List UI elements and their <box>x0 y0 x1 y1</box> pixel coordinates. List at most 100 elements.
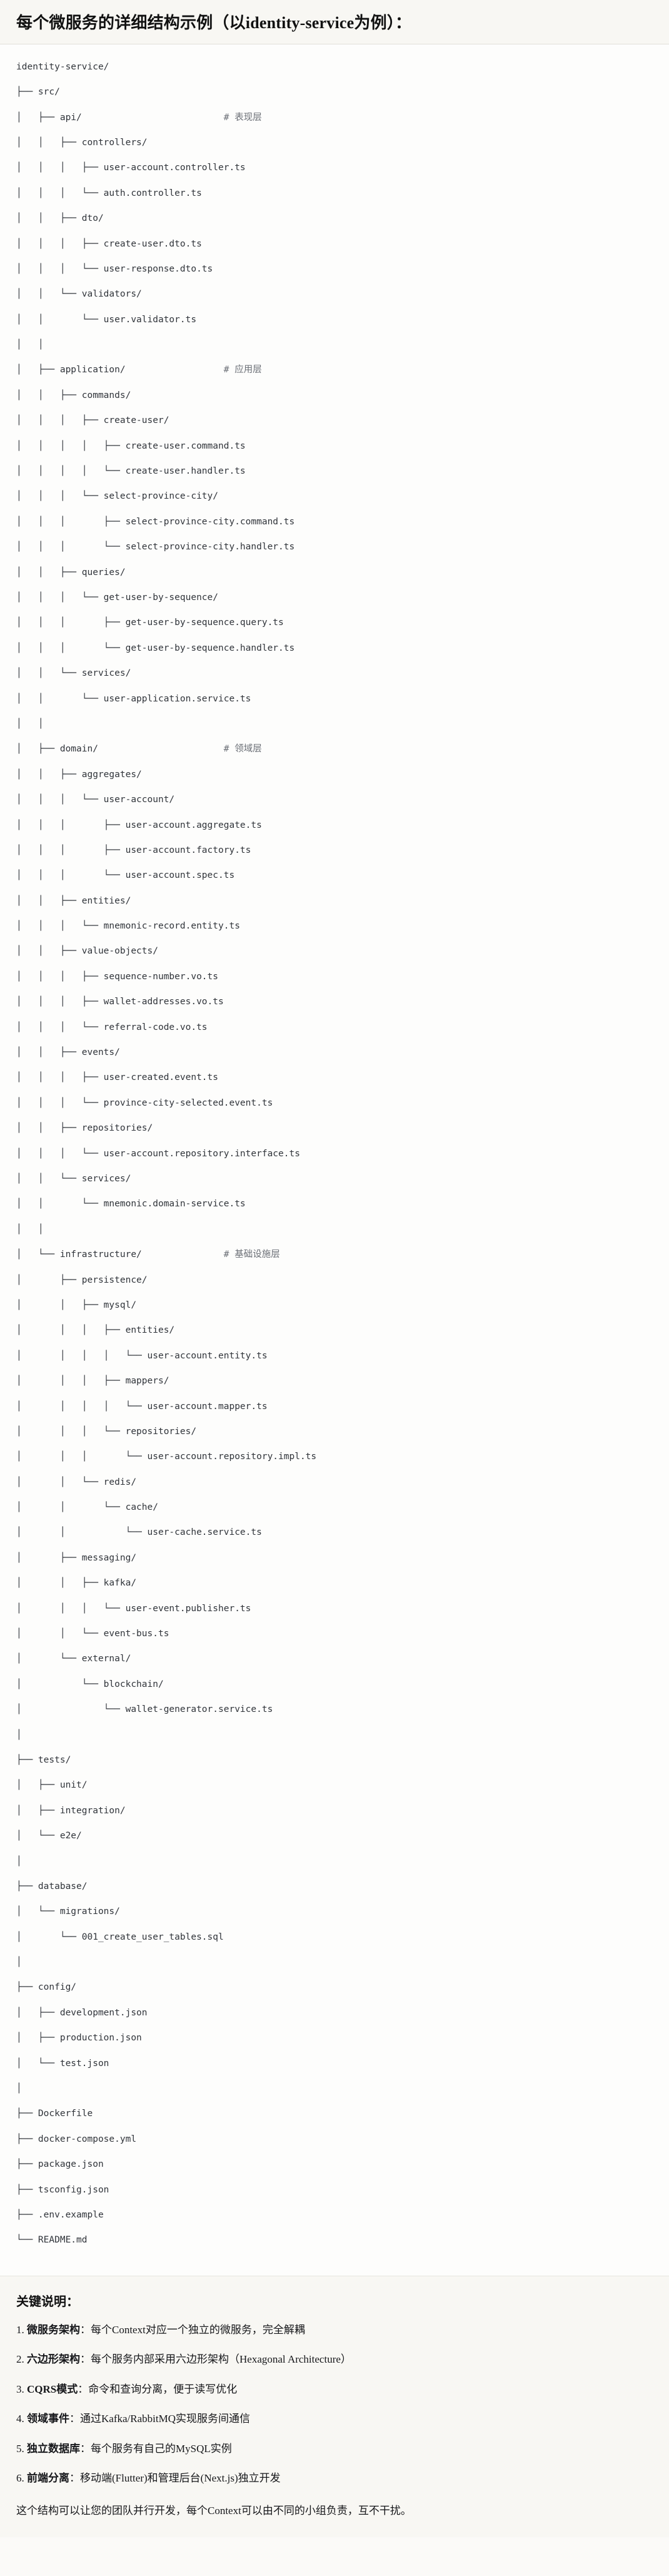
tree-row: │ <box>16 1956 653 1968</box>
tree-row: │ │ │ ├── user-account.aggregate.ts <box>16 819 653 832</box>
tree-path: │ │ │ │ └── user-account.entity.ts <box>16 1350 268 1361</box>
tree-row: │ │ │ ├── get-user-by-sequence.query.ts <box>16 616 653 629</box>
key-note-separator: ： <box>69 2413 80 2425</box>
tree-path: │ │ │ ├── get-user-by-sequence.query.ts <box>16 618 284 628</box>
key-note-item: 3. CQRS模式：命令和查询分离，便于读写优化 <box>16 2381 653 2398</box>
tree-path: │ │ ├── repositories/ <box>16 1123 153 1134</box>
tree-row: │ │ ├── mysql/ <box>16 1299 653 1311</box>
tree-path: │ │ │ ├── select-province-city.command.t… <box>16 516 295 527</box>
tree-row: │ │ ├── entities/ <box>16 895 653 907</box>
key-note-term: CQRS模式 <box>27 2383 78 2395</box>
tree-row: │ │ │ ├── entities/ <box>16 1324 653 1336</box>
directory-tree: identity-service/ ├── src/ │ ├── api/ # … <box>16 61 653 2259</box>
tree-path: │ │ <box>16 718 44 729</box>
tree-row: │ ├── api/ # 表现层 <box>16 111 653 124</box>
tree-path: │ │ │ └── auth.controller.ts <box>16 188 202 198</box>
tree-row: │ │ │ └── repositories/ <box>16 1425 653 1438</box>
tree-path: │ │ <box>16 340 44 350</box>
tree-row: │ │ │ └── get-user-by-sequence/ <box>16 591 653 604</box>
tree-path: │ └── external/ <box>16 1654 131 1664</box>
tree-row: ├── package.json <box>16 2158 653 2171</box>
tree-comment: # 基础设施层 <box>223 1250 280 1260</box>
tree-path: │ <box>16 1729 22 1740</box>
tree-path: ├── src/ <box>16 87 60 98</box>
tree-path: │ │ └── services/ <box>16 1173 131 1184</box>
tree-path: │ │ └── user.validator.ts <box>16 314 197 325</box>
tree-row: ├── Dockerfile <box>16 2107 653 2120</box>
tree-path: │ ├── domain/ <box>16 744 98 755</box>
tree-path: └── README.md <box>16 2235 88 2246</box>
tree-row: │ └── e2e/ <box>16 1830 653 1842</box>
tree-row: │ │ ├── aggregates/ <box>16 768 653 781</box>
tree-row: │ │ │ ├── create-user.dto.ts <box>16 238 653 250</box>
tree-path: │ │ │ ├── entities/ <box>16 1325 175 1336</box>
tree-path: │ │ <box>16 1224 44 1235</box>
tree-row: │ ├── messaging/ <box>16 1552 653 1564</box>
key-note-item: 2. 六边形架构：每个服务内部采用六边形架构（Hexagonal Archite… <box>16 2351 653 2368</box>
tree-row: │ │ │ ├── select-province-city.command.t… <box>16 516 653 528</box>
tree-path: │ │ │ │ └── user-account.mapper.ts <box>16 1401 268 1412</box>
directory-tree-block: identity-service/ ├── src/ │ ├── api/ # … <box>0 44 669 2276</box>
tree-path: │ │ │ └── user-account/ <box>16 795 175 805</box>
tree-comment: # 领域层 <box>223 744 262 755</box>
tree-path: │ │ ├── queries/ <box>16 567 126 578</box>
document-header: 每个微服务的详细结构示例（以identity-service为例）： <box>0 0 669 44</box>
tree-row: │ <box>16 1855 653 1868</box>
tree-row: ├── src/ <box>16 86 653 98</box>
key-note-number: 6. <box>16 2472 24 2485</box>
tree-row: │ │ <box>16 1223 653 1236</box>
key-note-description: 每个Context对应一个独立的微服务，完全解耦 <box>91 2323 305 2336</box>
tree-path: ├── package.json <box>16 2159 104 2170</box>
tree-path: ├── .env.example <box>16 2210 104 2220</box>
tree-row: │ │ └── event-bus.ts <box>16 1627 653 1640</box>
tree-path: │ │ │ └── get-user-by-sequence.handler.t… <box>16 643 295 653</box>
tree-path: │ │ │ └── user-response.dto.ts <box>16 263 213 274</box>
key-note-separator: ： <box>80 2442 91 2455</box>
tree-row: │ │ │ └── select-province-city/ <box>16 490 653 502</box>
tree-row: ├── docker-compose.yml <box>16 2133 653 2146</box>
tree-path: │ │ │ ├── mappers/ <box>16 1376 169 1387</box>
tree-row: │ │ └── mnemonic.domain-service.ts <box>16 1198 653 1210</box>
tree-path: │ ├── messaging/ <box>16 1552 137 1563</box>
tree-row: │ <box>16 2082 653 2095</box>
tree-row: │ │ └── redis/ <box>16 1476 653 1489</box>
tree-path: │ │ └── redis/ <box>16 1477 137 1487</box>
tree-path: ├── tests/ <box>16 1754 71 1765</box>
tree-row: │ ├── development.json <box>16 2007 653 2019</box>
tree-path: ├── config/ <box>16 1982 77 1993</box>
tree-row: │ └── migrations/ <box>16 1905 653 1918</box>
tree-path: │ │ ├── kafka/ <box>16 1578 137 1589</box>
key-note-separator: ： <box>80 2323 91 2336</box>
tree-path: │ <box>16 1957 22 1968</box>
tree-path: │ │ │ ├── sequence-number.vo.ts <box>16 971 219 982</box>
tree-row: │ └── test.json <box>16 2057 653 2070</box>
tree-row: ├── tests/ <box>16 1754 653 1766</box>
tree-row: │ │ │ └── select-province-city.handler.t… <box>16 541 653 553</box>
tree-path: │ │ └── validators/ <box>16 289 142 300</box>
tree-path: │ └── e2e/ <box>16 1831 82 1841</box>
tree-path: │ │ │ └── mnemonic-record.entity.ts <box>16 921 240 932</box>
key-note-number: 2. <box>16 2353 24 2366</box>
key-note-term: 独立数据库 <box>27 2442 80 2455</box>
tree-path: │ │ │ ├── user-account.aggregate.ts <box>16 820 262 830</box>
tree-path: │ │ ├── dto/ <box>16 213 104 224</box>
key-note-separator: ： <box>80 2353 91 2366</box>
tree-row: │ │ ├── commands/ <box>16 389 653 402</box>
tree-row: │ │ │ └── user-account.repository.impl.t… <box>16 1450 653 1463</box>
key-note-description: 每个服务内部采用六边形架构（Hexagonal Architecture） <box>91 2353 351 2366</box>
tree-path: identity-service/ <box>16 61 109 72</box>
tree-row: │ │ └── cache/ <box>16 1501 653 1514</box>
tree-path: │ │ └── services/ <box>16 668 131 679</box>
tree-row: │ │ ├── queries/ <box>16 566 653 579</box>
tree-row: │ │ │ └── user-account.spec.ts <box>16 869 653 882</box>
key-note-description: 移动端(Flutter)和管理后台(Next.js)独立开发 <box>80 2472 281 2485</box>
tree-row: │ │ ├── repositories/ <box>16 1122 653 1134</box>
tree-row: │ │ └── validators/ <box>16 288 653 300</box>
tree-path: │ │ └── user-cache.service.ts <box>16 1527 262 1538</box>
tree-path: │ ├── application/ <box>16 365 126 375</box>
tree-path: │ │ ├── mysql/ <box>16 1300 137 1310</box>
tree-row: │ ├── application/ # 应用层 <box>16 364 653 376</box>
tree-path: │ │ ├── commands/ <box>16 390 131 400</box>
tree-row: │ │ └── user-cache.service.ts <box>16 1526 653 1539</box>
tree-path: │ └── blockchain/ <box>16 1679 164 1689</box>
